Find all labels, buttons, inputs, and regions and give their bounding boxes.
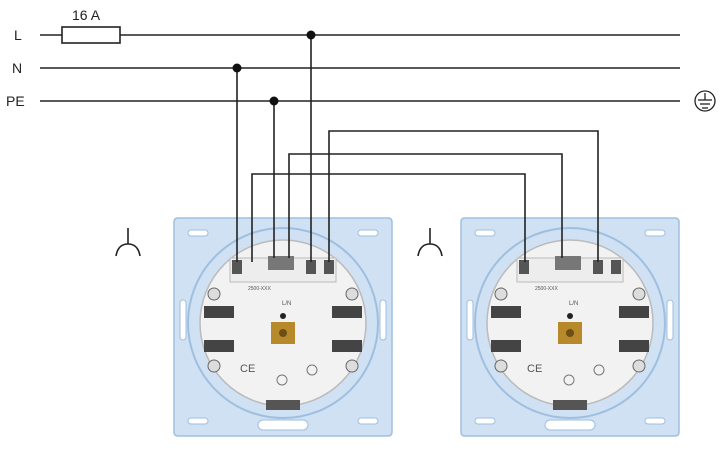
terminal-l-right [593, 260, 603, 274]
ce-mark-right: CE [527, 363, 542, 375]
label-n: N [12, 60, 22, 76]
terminal-n-right [519, 260, 529, 274]
mark-ln-left: L/N [282, 301, 291, 307]
wiring [236, 35, 599, 262]
socket-outlet-icon-right [417, 228, 443, 257]
terminal-l-left [306, 260, 316, 274]
fuse-symbol [61, 26, 121, 44]
protective-earth-icon [694, 90, 716, 112]
terminal-pe-right [555, 256, 581, 270]
label-l: L [14, 27, 22, 43]
mark-ln-right: L/N [569, 301, 578, 307]
outlet-left: 2500-XXX L/N CE [173, 217, 393, 437]
terminal-pe-left [268, 256, 294, 270]
terminal-n-left [232, 260, 242, 274]
part-number-right: 2500-XXX [535, 286, 558, 292]
label-pe: PE [6, 93, 25, 109]
fuse-rating: 16 A [72, 7, 101, 23]
ce-mark-left: CE [240, 363, 255, 375]
junction-n [232, 63, 242, 73]
supply-lines [40, 34, 680, 102]
junction-pe [269, 96, 279, 106]
socket-outlet-icon-left [115, 228, 141, 257]
part-number-left: 2500-XXX [248, 286, 271, 292]
junction-l [306, 30, 316, 40]
outlet-right: 2500-XXX L/N CE [460, 217, 680, 437]
